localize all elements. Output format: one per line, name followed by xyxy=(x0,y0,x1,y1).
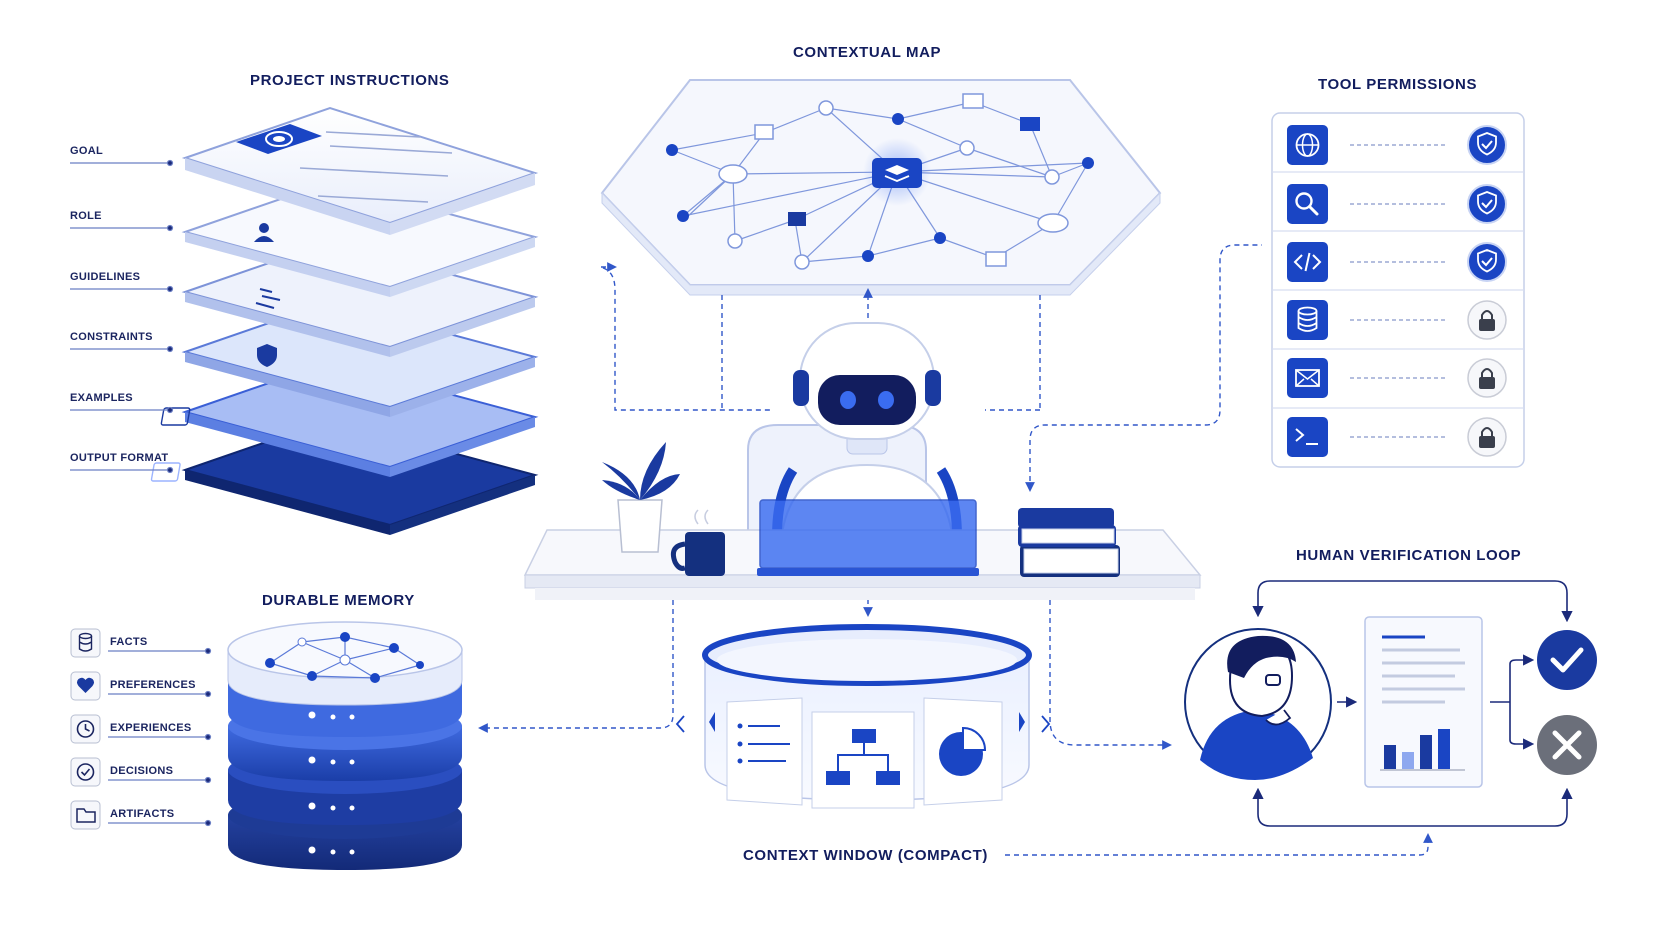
check-circle-icon xyxy=(70,757,101,787)
chevron-left-icon xyxy=(675,715,685,733)
mail-icon xyxy=(1287,358,1328,398)
memory-label-experiences: EXPERIENCES xyxy=(110,722,192,734)
map-nodes xyxy=(666,93,1094,270)
memory-label-facts: FACTS xyxy=(110,636,148,648)
bar-chart-icon xyxy=(1380,729,1465,771)
code-icon xyxy=(1287,242,1328,282)
tool-permissions-panel xyxy=(1271,112,1525,468)
contextual-map xyxy=(600,79,1162,296)
layer-constraints xyxy=(181,300,539,417)
plant xyxy=(602,442,680,553)
lock-icon xyxy=(1467,358,1507,398)
instruction-label-output-format: OUTPUT FORMAT xyxy=(70,452,169,464)
tool-permissions-title: TOOL PERMISSIONS xyxy=(1318,76,1478,93)
database-icon xyxy=(70,628,101,658)
close-icon xyxy=(1537,715,1597,775)
search-icon xyxy=(1287,184,1328,224)
instruction-label-role: ROLE xyxy=(70,210,102,222)
shield-check-icon xyxy=(1467,184,1507,224)
mug xyxy=(670,509,725,576)
pie-chart-panel xyxy=(923,697,1003,806)
project-instructions-title: PROJECT INSTRUCTIONS xyxy=(250,72,450,89)
memory-label-decisions: DECISIONS xyxy=(110,765,174,777)
hierarchy-panel xyxy=(811,711,915,809)
laptop xyxy=(757,499,979,576)
memory-label-icons xyxy=(70,628,212,830)
shield-check-icon xyxy=(1467,125,1507,165)
contextual-map-title: CONTEXTUAL MAP xyxy=(793,44,942,61)
context-window-title: CONTEXT WINDOW (COMPACT) xyxy=(743,847,988,864)
layer-output-format xyxy=(150,418,539,535)
memory-graph-edges xyxy=(269,636,421,679)
lock-icon xyxy=(1467,300,1507,340)
memory-graph-nodes xyxy=(265,632,424,683)
memory-label-preferences: PREFERENCES xyxy=(110,679,196,691)
human-verification-loop xyxy=(1184,580,1597,827)
report-document xyxy=(1364,616,1483,788)
instruction-label-constraints: CONSTRAINTS xyxy=(70,331,153,343)
human-verification-loop-title: HUMAN VERIFICATION LOOP xyxy=(1296,547,1522,564)
folder-icon xyxy=(70,800,101,830)
project-instructions-stack xyxy=(150,106,539,535)
instruction-label-goal: GOAL xyxy=(70,145,103,157)
check-icon xyxy=(1537,630,1597,690)
instruction-label-examples: EXAMPLES xyxy=(70,392,133,404)
human-reviewer-avatar xyxy=(1184,628,1332,780)
lock-icon xyxy=(1467,417,1507,457)
clock-icon xyxy=(70,714,101,744)
list-panel xyxy=(726,697,803,806)
memory-label-artifacts: ARTIFACTS xyxy=(110,808,175,820)
connector-lines xyxy=(478,244,1433,856)
instruction-connectors xyxy=(70,159,174,474)
terminal-icon xyxy=(1287,417,1328,457)
layer-goal xyxy=(181,106,539,235)
durable-memory-title: DURABLE MEMORY xyxy=(262,592,415,609)
layer-examples xyxy=(160,360,539,477)
chevron-right-icon xyxy=(1041,715,1051,733)
database-icon xyxy=(1287,300,1328,340)
durable-memory-database xyxy=(227,621,463,870)
heart-icon xyxy=(70,671,101,701)
books xyxy=(1018,508,1120,577)
shield-check-icon xyxy=(1467,242,1507,282)
instruction-label-guidelines: GUIDELINES xyxy=(70,271,141,283)
context-window xyxy=(675,624,1051,809)
globe-icon xyxy=(1287,125,1328,165)
